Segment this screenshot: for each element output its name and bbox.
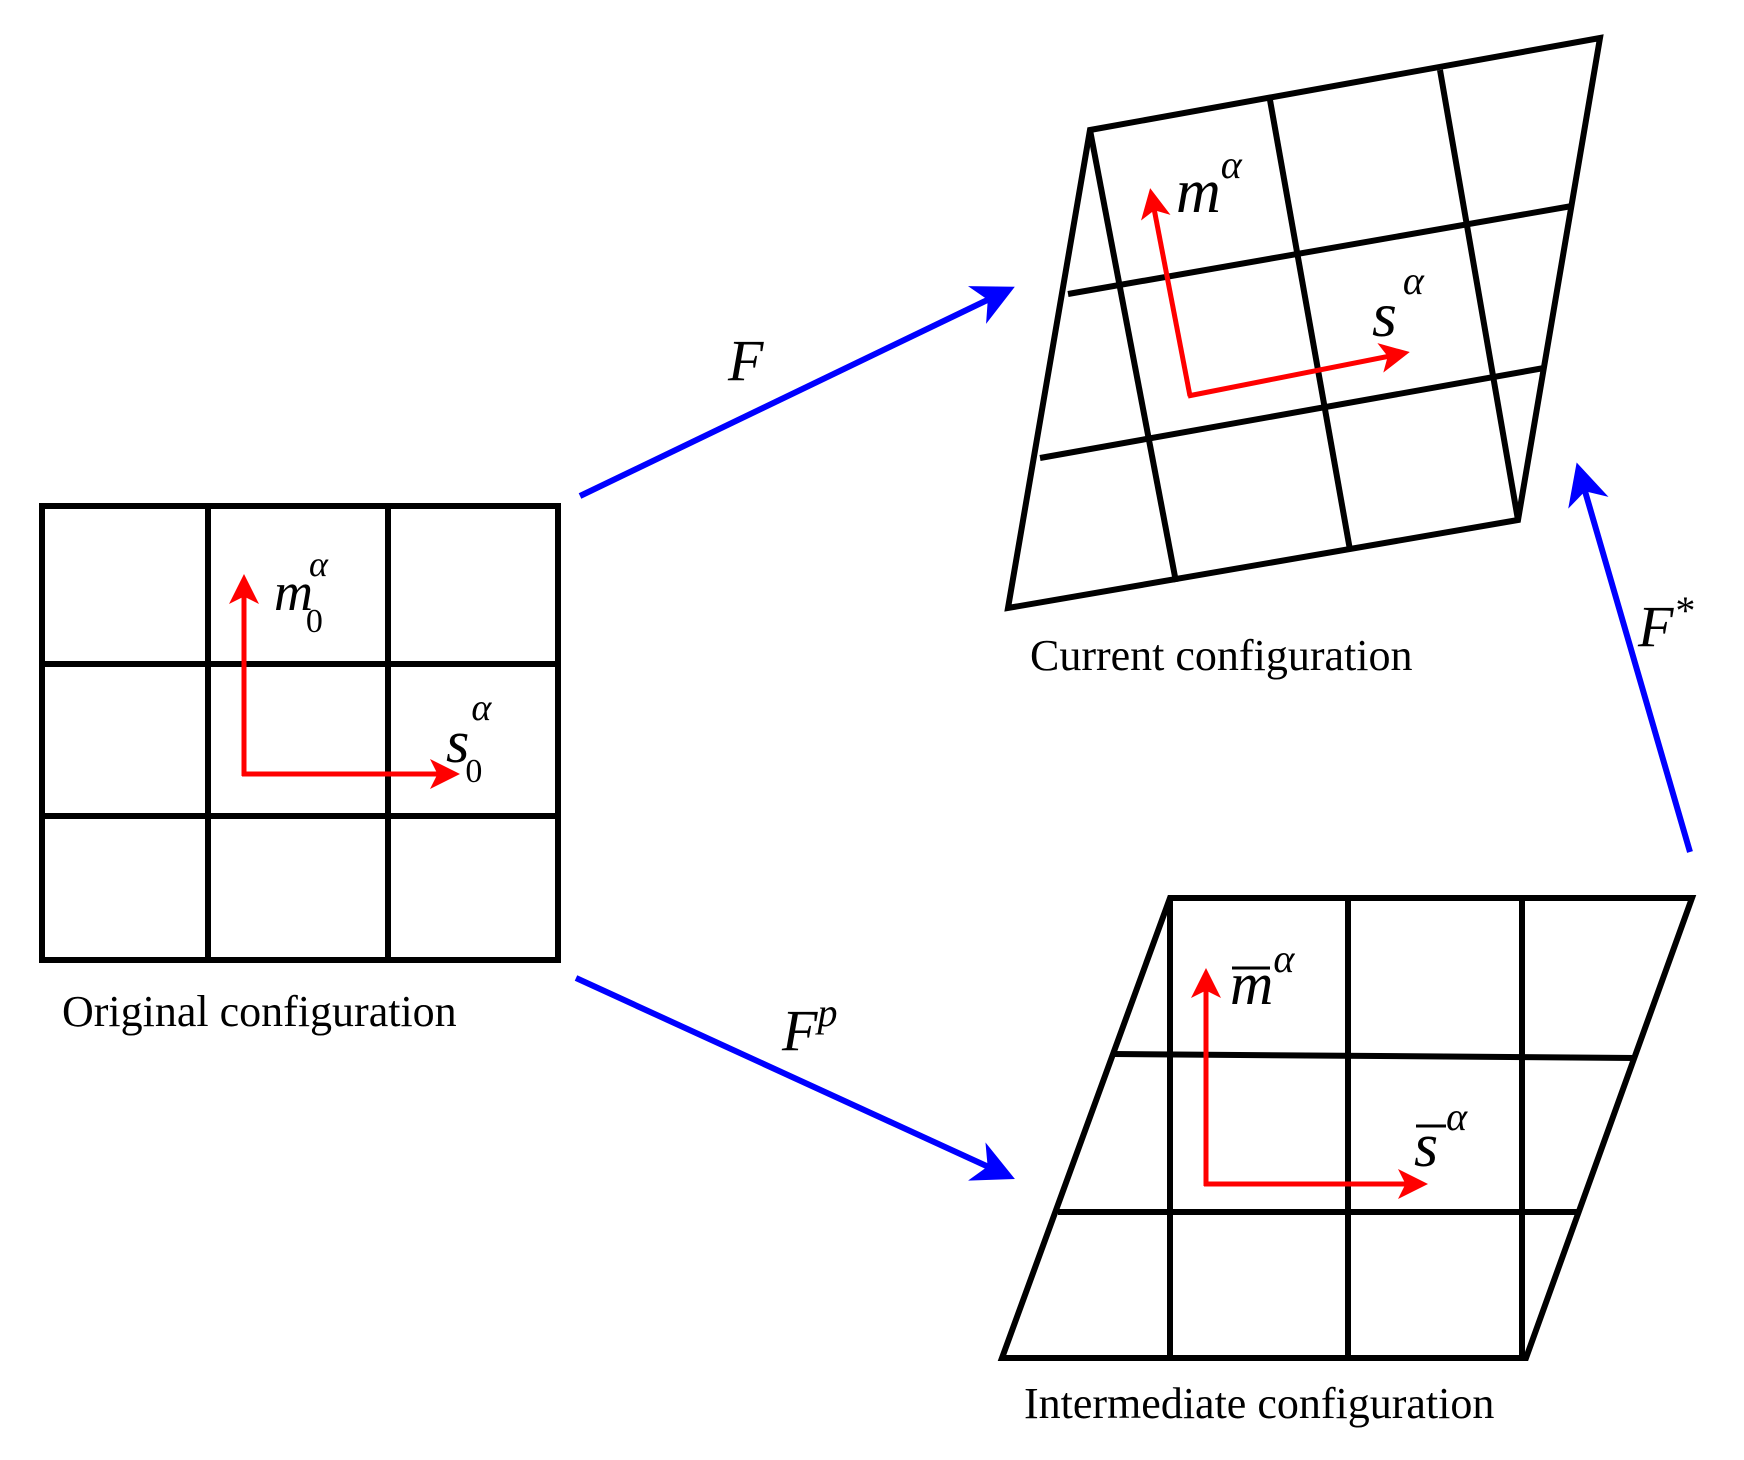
elastic-deformation-arrow bbox=[1568, 462, 1693, 853]
current-m-vector-label: mα bbox=[1176, 142, 1243, 226]
original-configuration-caption: Original configuration bbox=[62, 987, 457, 1036]
total-deformation-arrow bbox=[578, 286, 1015, 499]
plastic-deformation-label: Fp bbox=[781, 990, 837, 1063]
intermediate-grid-border bbox=[997, 895, 1697, 1361]
current-m-vector-arrow bbox=[1141, 188, 1193, 397]
original-lattice-grid bbox=[39, 503, 561, 963]
intermediate-lattice-grid bbox=[997, 895, 1697, 1361]
original-grid-border bbox=[39, 503, 561, 963]
current-grid-border bbox=[1004, 34, 1604, 612]
current-grid-hline bbox=[1067, 203, 1573, 297]
elastic-deformation-label: F* bbox=[1637, 588, 1693, 659]
current-configuration-caption: Current configuration bbox=[1030, 631, 1412, 680]
intermediate-configuration-caption: Intermediate configuration bbox=[1024, 1379, 1494, 1428]
current-grid-vline bbox=[1087, 129, 1179, 583]
plastic-deformation-arrow bbox=[574, 975, 1015, 1181]
current-grid-vline bbox=[1267, 99, 1353, 551]
total-deformation-label: F bbox=[727, 328, 764, 393]
current-m-vector-arrow bbox=[1187, 343, 1410, 399]
intermediate-grid-hline bbox=[1113, 1051, 1637, 1061]
current-grid-hline bbox=[1039, 365, 1545, 461]
current-lattice-grid bbox=[1004, 34, 1604, 612]
intermediate-m-vector-label: mα bbox=[1230, 936, 1295, 1017]
current-grid-vline bbox=[1437, 69, 1521, 521]
